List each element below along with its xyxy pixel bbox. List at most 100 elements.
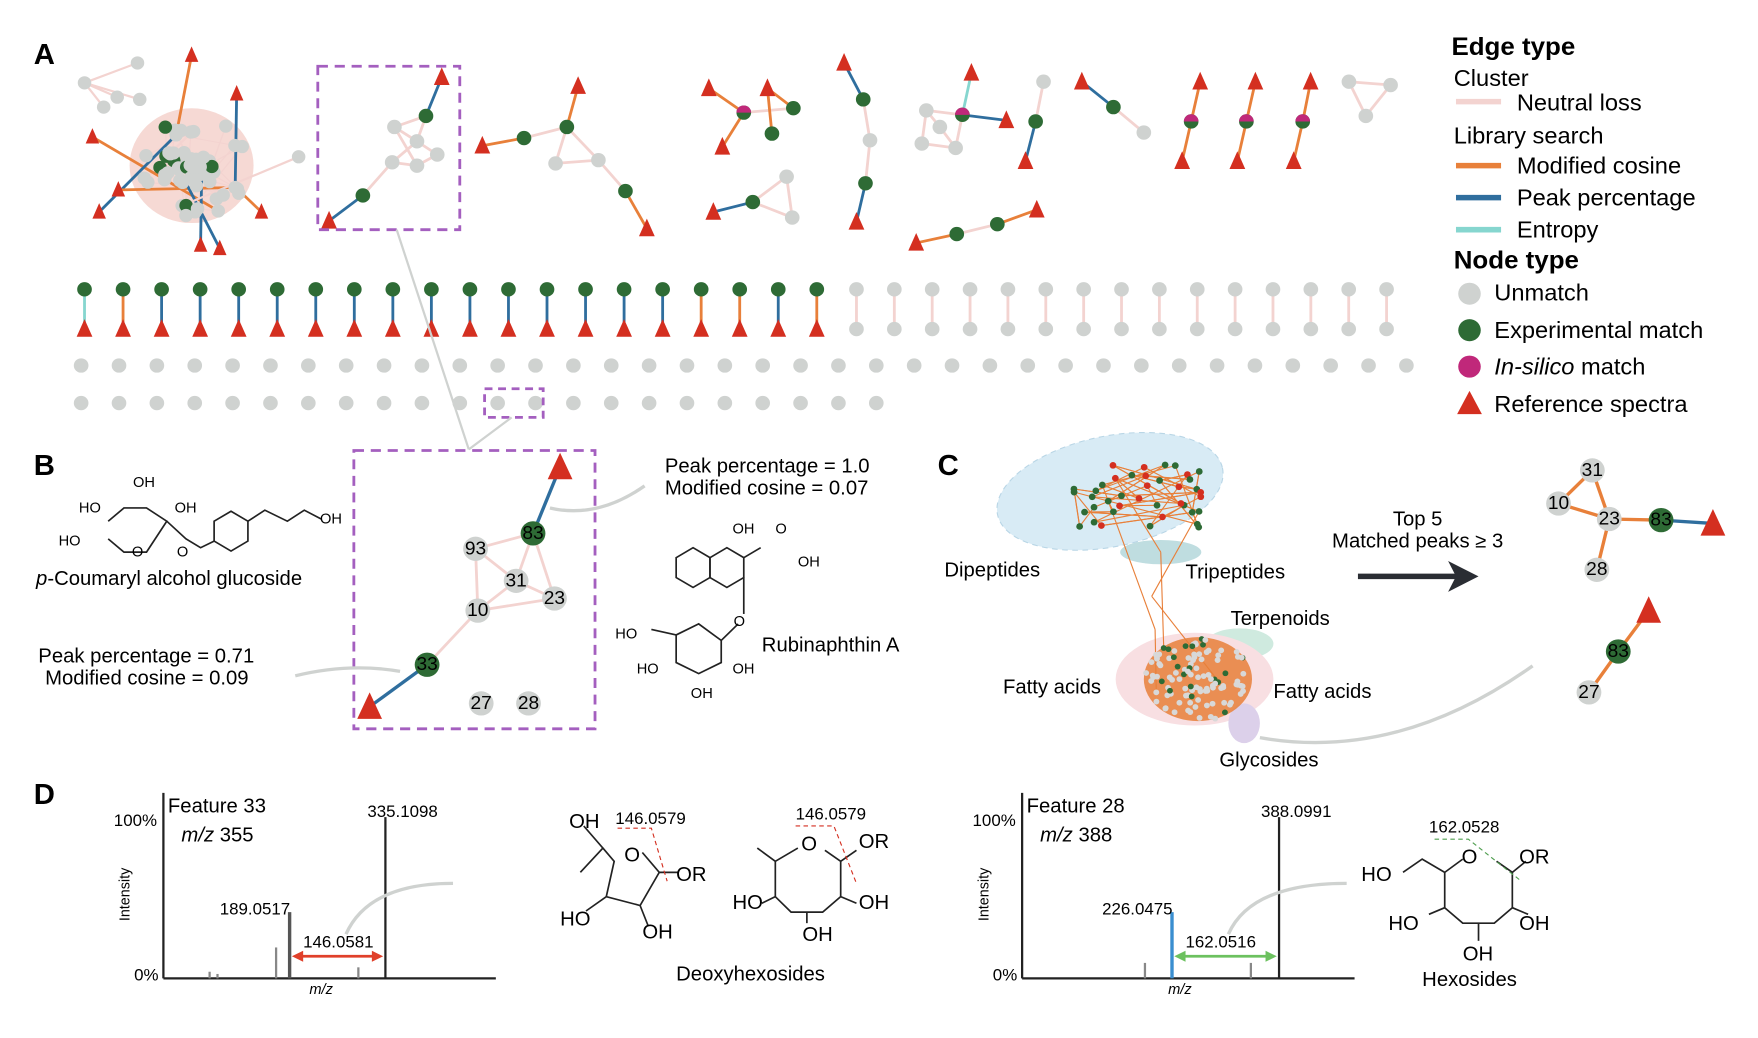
network-node [1167,687,1173,694]
group-label: OH [733,662,755,678]
network-node [1156,661,1163,667]
unmatch-node [376,395,392,411]
network-node [1200,673,1207,679]
unmatch-node [793,395,808,411]
unmatch-node [516,691,541,716]
class-tripeptides: Tripeptides [1186,562,1286,584]
structure-rubinaphthin [651,546,762,675]
network-node [1143,670,1150,676]
group-label: OR [1519,847,1549,869]
edge [1112,464,1197,490]
unmatch-node [211,204,226,218]
network-node [1090,503,1098,511]
unmatch-node [1265,282,1281,297]
y-axis-label: Intensity [117,867,133,921]
structure-hexose [1402,858,1529,941]
experimental-node [231,282,247,297]
unmatch-node [338,395,354,411]
experimental-node [158,120,173,134]
legend-neutral-loss: Neutral loss [1517,90,1642,116]
node-label: 83 [1608,641,1629,662]
unmatch-node [1038,321,1054,337]
experimental-node [346,282,362,297]
unmatch-node [528,395,543,411]
network-node [1195,674,1201,681]
unmatch-node [603,358,619,373]
insilico-node-half [1183,114,1199,122]
network-node [1196,715,1203,721]
unmatch-node [831,395,846,411]
network-node [1143,482,1151,489]
network-node [1214,657,1221,663]
reference-node [1302,71,1319,90]
unmatch-node [717,395,733,411]
experimental-node [1028,114,1043,129]
unmatch-node [110,90,124,104]
structure-coumaryl [107,507,322,553]
network-node [1197,688,1204,695]
experimental-node [418,108,434,124]
network-node [1185,707,1192,714]
reference-node [714,136,731,155]
reference-node [1028,199,1045,218]
edge [1073,491,1102,526]
network-node [1237,691,1244,697]
experimental-node [990,216,1005,232]
node-label: 27 [1578,682,1599,703]
highlight-box [316,64,462,232]
annotation-top-line2: Modified cosine = 0.07 [665,478,869,500]
group-label: OH [733,521,755,537]
node-label: 10 [467,600,488,621]
edge [1101,484,1156,630]
insilico-node-half [736,105,752,113]
edge [565,126,600,162]
edge [1160,552,1165,649]
unmatch-node [1038,282,1054,297]
structure-deoxy-furanose [579,825,679,926]
unmatch-node [187,395,203,411]
unmatch-node [1136,125,1152,140]
experimental-node [1605,639,1631,664]
group-label: HO [560,909,590,931]
unmatch-node [962,282,978,297]
arrow [1226,881,1347,935]
group-label: O [801,833,817,855]
unmatch-node [452,358,468,373]
group-label: HO [59,534,81,550]
experimental-node [77,282,92,297]
edge [1102,484,1140,499]
unmatch-node [1358,108,1374,124]
group-label: OR [859,831,889,853]
network-node [1198,656,1205,663]
unmatch-node [1076,282,1091,297]
group-label: O [775,521,786,537]
reference-node [808,319,825,337]
node-label: 33 [416,654,437,675]
unmatch-node [641,358,657,373]
mass-label: 146.0579 [796,805,866,824]
unmatch-node [1379,282,1394,297]
reference-node [115,319,131,337]
network-node [1212,715,1219,722]
network-node [1195,508,1203,515]
edge [174,54,193,136]
network-node [1116,502,1123,510]
edge [1114,477,1162,553]
group-label: HO [79,500,101,516]
reference-node [269,319,286,337]
unmatch-node [1303,321,1319,337]
network-node [1172,670,1179,676]
structure-deoxy-pyranose [756,847,857,924]
node-label: 23 [544,588,565,609]
network-node [1207,713,1214,720]
group-label: OH [1519,913,1549,935]
network-node [1192,704,1199,710]
fragment-peak-label: 226.0475 [1102,899,1172,918]
unmatch-node [130,56,145,70]
unmatch-node [548,156,563,171]
compound-name-coumaryl: p-Coumaryl alcohol glucoside [35,568,302,590]
group-label: O [624,844,640,866]
edge [84,61,138,84]
